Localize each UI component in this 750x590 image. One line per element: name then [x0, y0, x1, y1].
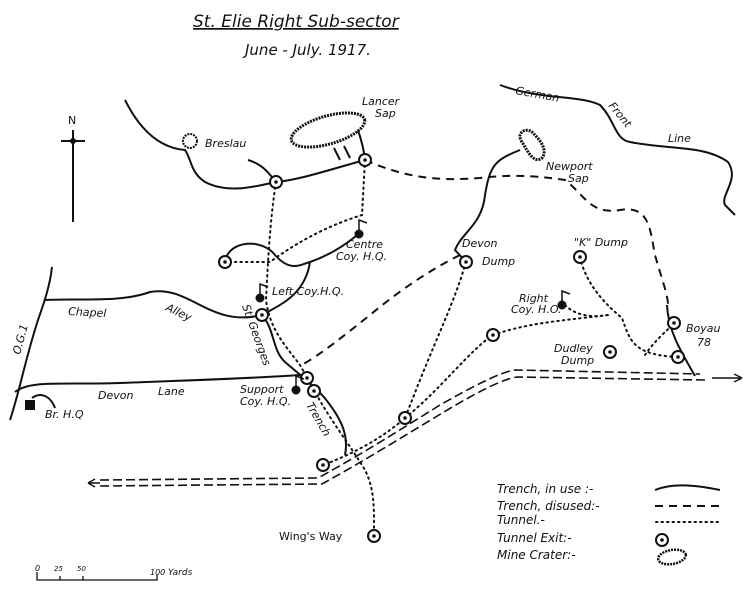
disused-trenches — [299, 159, 669, 367]
svg-text:0: 0 — [35, 564, 40, 573]
legend-mine-crater-icon — [656, 548, 688, 566]
svg-text:Tunnel Exit:-: Tunnel Exit:- — [497, 531, 572, 545]
svg-text:Trench, disused:-: Trench, disused:- — [497, 499, 600, 513]
svg-text:Right: Right — [519, 292, 549, 305]
svg-text:Newport: Newport — [546, 160, 593, 173]
svg-text:100: 100 — [150, 568, 165, 577]
svg-text:Lane: Lane — [158, 385, 185, 398]
svg-text:"K" Dump: "K" Dump — [574, 236, 628, 249]
svg-text:Chapel: Chapel — [68, 305, 107, 320]
svg-text:Sap: Sap — [568, 172, 589, 185]
svg-text:Coy. H.Q.: Coy. H.Q. — [240, 395, 291, 408]
map-labels: Breslau Lancer Sap Newport Sap German Fr… — [10, 84, 720, 543]
svg-text:Wing's Way: Wing's Way — [279, 530, 343, 543]
svg-text:Lancer: Lancer — [362, 95, 401, 108]
svg-text:Devon: Devon — [462, 237, 497, 250]
svg-text:Dudley: Dudley — [554, 342, 593, 355]
svg-text:Yards: Yards — [168, 568, 193, 578]
svg-text:Front: Front — [606, 100, 635, 131]
svg-text:Support: Support — [240, 383, 284, 396]
svg-text:Boyau: Boyau — [686, 322, 721, 335]
centre-hq-flag-icon — [353, 219, 368, 240]
svg-text:Left Coy.H.Q.: Left Coy.H.Q. — [272, 285, 344, 298]
german-front-line — [499, 84, 736, 216]
svg-text:German: German — [514, 84, 560, 104]
svg-text:Coy. H.O.: Coy. H.O. — [511, 303, 562, 316]
breslau-crater-icon — [182, 133, 198, 149]
legend: Trench, in use :- Trench, disused:- Tunn… — [497, 482, 723, 566]
svg-text:78: 78 — [697, 336, 711, 349]
svg-text:Trench: Trench — [303, 400, 333, 439]
svg-text:Dump: Dump — [482, 255, 515, 268]
svg-text:Sap: Sap — [375, 107, 396, 120]
svg-text:Centre: Centre — [346, 238, 383, 251]
svg-text:50: 50 — [77, 565, 86, 573]
legend-solid-line-icon — [654, 484, 721, 491]
map-title: St. Elie Right Sub-sector — [193, 12, 400, 32]
svg-text:Coy. H.Q.: Coy. H.Q. — [336, 250, 387, 263]
map-subtitle: June - July. 1917. — [242, 41, 371, 59]
svg-text:Trench, in use :-: Trench, in use :- — [497, 482, 593, 496]
svg-text:Tunnel.-: Tunnel.- — [497, 513, 545, 527]
svg-text:Alley: Alley — [163, 301, 194, 325]
svg-text:Br. H.Q: Br. H.Q — [45, 408, 84, 421]
lancer-sap-crater-icon — [289, 111, 367, 149]
legend-tunnel-exit-icon — [655, 533, 669, 547]
svg-text:Mine Crater:-: Mine Crater:- — [497, 548, 576, 562]
svg-text:Devon: Devon — [98, 389, 133, 402]
north-arrow-icon: N — [61, 114, 85, 222]
svg-text:25: 25 — [54, 565, 63, 573]
brigade-hq-icon — [25, 394, 56, 410]
main-tunnel-double-line — [87, 369, 743, 488]
svg-text:Dump: Dump — [561, 354, 594, 367]
svg-text:Line: Line — [668, 132, 691, 145]
scale-bar: 0 25 50 100 Yards — [35, 564, 193, 581]
svg-text:O.G.1: O.G.1 — [10, 323, 31, 356]
svg-text:Breslau: Breslau — [205, 137, 246, 150]
support-hq-flag-icon — [290, 375, 305, 396]
svg-text:N: N — [68, 114, 76, 127]
newport-sap-crater-icon — [518, 128, 546, 161]
trenches-in-use — [9, 99, 696, 456]
